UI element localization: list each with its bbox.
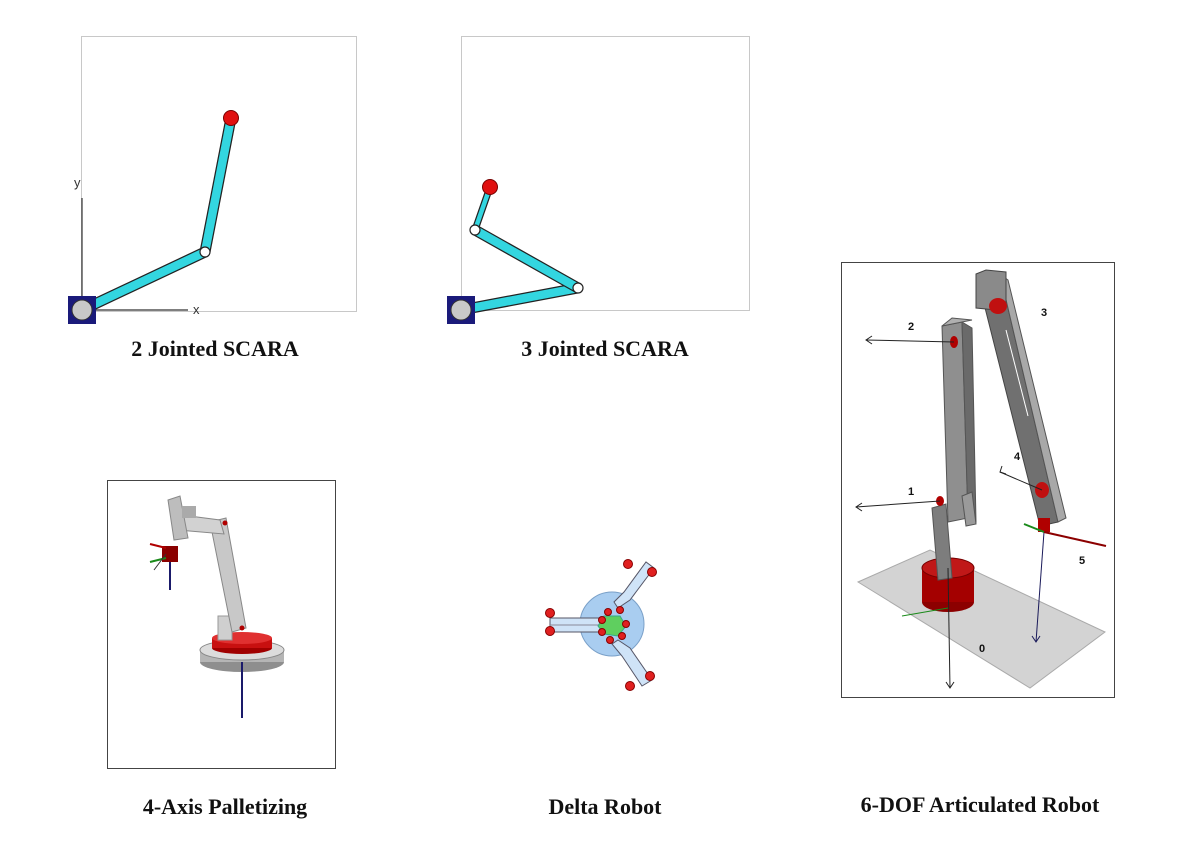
joint-label-1: 1 [908, 486, 914, 498]
base-joint [450, 299, 472, 321]
tool-axis-d [153, 553, 167, 571]
link-1-fill [460, 283, 579, 315]
joint [645, 671, 655, 681]
articulated-figure: 2 3 4 1 5 0 6-DOF Articulated Robot [830, 260, 1130, 850]
link-1-fill [80, 248, 207, 314]
delta-caption: Delta Robot [548, 794, 662, 819]
base-joint [71, 299, 93, 321]
joint [598, 616, 606, 624]
tool-axis-y [149, 557, 167, 563]
tool-axis-x [149, 543, 167, 549]
y-axis-label: y [74, 175, 81, 190]
scara3-plot-frame [461, 36, 750, 311]
upper-arm-cap [941, 317, 973, 327]
delta-diagram [545, 559, 657, 691]
scara3-figure: 3 Jointed SCARA [440, 30, 770, 361]
joint-label-5: 5 [1079, 555, 1085, 567]
joint [618, 632, 626, 640]
floor-plate [856, 549, 1106, 689]
wrist-block [1038, 518, 1050, 532]
shoulder-block [167, 495, 189, 541]
scara2-caption: 2 Jointed SCARA [131, 336, 299, 361]
joint [545, 626, 555, 636]
joint-label-4: 4 [1014, 451, 1021, 463]
articulated-caption: 6-DOF Articulated Robot [860, 792, 1100, 817]
joint [622, 620, 630, 628]
axis-arrow-2 [865, 339, 955, 343]
axis-arrow-4 [999, 471, 1043, 491]
joint [647, 567, 657, 577]
end-effector [223, 110, 239, 126]
base-green-axis [901, 607, 949, 617]
top-bracket [182, 506, 196, 518]
arm-upper-right [613, 561, 655, 609]
x-axis-label: x [193, 302, 200, 317]
elbow-bracket [961, 491, 977, 527]
forearm-arrow [1005, 329, 1029, 417]
scara3-diagram [447, 179, 584, 324]
joint-2 [572, 282, 584, 294]
joint [545, 608, 555, 618]
joint [598, 628, 606, 636]
axis-arrow-5-down [1035, 531, 1045, 643]
elbow-joint [199, 246, 211, 258]
axis-arrow-0 [947, 567, 951, 689]
palletizing-figure: 4-Axis Palletizing [100, 478, 350, 828]
joint [604, 608, 612, 616]
link-2-fill [200, 117, 236, 253]
scara3-caption: 3 Jointed SCARA [521, 336, 689, 361]
joint [623, 559, 633, 569]
joint [625, 681, 635, 691]
lower-arm [209, 517, 247, 633]
scara2-diagram: y x [68, 110, 239, 324]
joint-label-3: 3 [1041, 307, 1047, 319]
palletizing-diagram [149, 495, 285, 718]
joint-3-marker [989, 298, 1007, 314]
axis-arrow-1 [855, 500, 941, 508]
wrist-red-marker [239, 625, 245, 631]
delta-figure: Delta Robot [480, 540, 730, 830]
articulated-diagram: 2 3 4 1 5 0 [855, 269, 1107, 689]
joint-label-0: 0 [979, 643, 985, 655]
end-effector [482, 179, 498, 195]
axis-arrow-5-red [1043, 531, 1107, 547]
arm-lower-right [611, 639, 653, 687]
axis-arrow-5-green [1023, 523, 1045, 533]
joint-3 [469, 224, 481, 236]
scara2-figure: y x 2 Jointed SCARA [60, 30, 370, 361]
link-2-fill [472, 226, 581, 292]
palletizing-caption: 4-Axis Palletizing [142, 794, 308, 819]
joint-label-2: 2 [908, 321, 914, 333]
joint [606, 636, 614, 644]
elbow-marker [222, 520, 228, 526]
joint [616, 606, 624, 614]
